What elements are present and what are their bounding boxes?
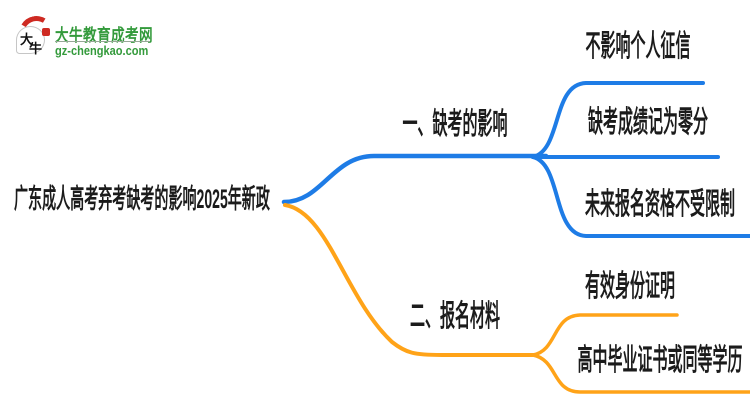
logo-divider xyxy=(55,41,150,42)
branch-node-1: 一、缺考的影响 xyxy=(402,108,508,141)
logo-char-bottom: 牛 xyxy=(29,41,43,56)
root-node: 广东成人高考弃考缺考的影响2025年新政 xyxy=(14,184,270,214)
logo-bull-icon: 大 牛 xyxy=(15,12,58,57)
logo-red-seal-icon xyxy=(42,28,50,36)
leaf-node-2-1: 有效身份证明 xyxy=(585,270,675,303)
site-domain[interactable]: gz-chengkao.com xyxy=(55,43,149,58)
leaf-line-2-1 xyxy=(531,313,679,357)
logo-char-top: 大 xyxy=(20,32,34,47)
leaf-node-2-2: 高中毕业证书或同等学历 xyxy=(577,344,743,377)
leaf-node-1-2: 缺考成绩记为零分 xyxy=(588,106,708,139)
site-name[interactable]: 大牛教育成考网 xyxy=(55,26,153,45)
leaf-node-1-1: 不影响个人征信 xyxy=(585,30,691,63)
leaf-node-1-3: 未来报名资格不受限制 xyxy=(585,188,735,221)
leaf-line-1-1 xyxy=(531,81,705,159)
branch-line-2 xyxy=(283,203,536,357)
leaf-line-2-2 xyxy=(531,353,750,394)
logo-speech-bubble-icon: 大 牛 xyxy=(16,26,45,56)
leaf-line-1-3 xyxy=(531,155,750,238)
branch-node-2: 二、报名材料 xyxy=(410,300,500,333)
branch-line-1 xyxy=(281,153,549,205)
